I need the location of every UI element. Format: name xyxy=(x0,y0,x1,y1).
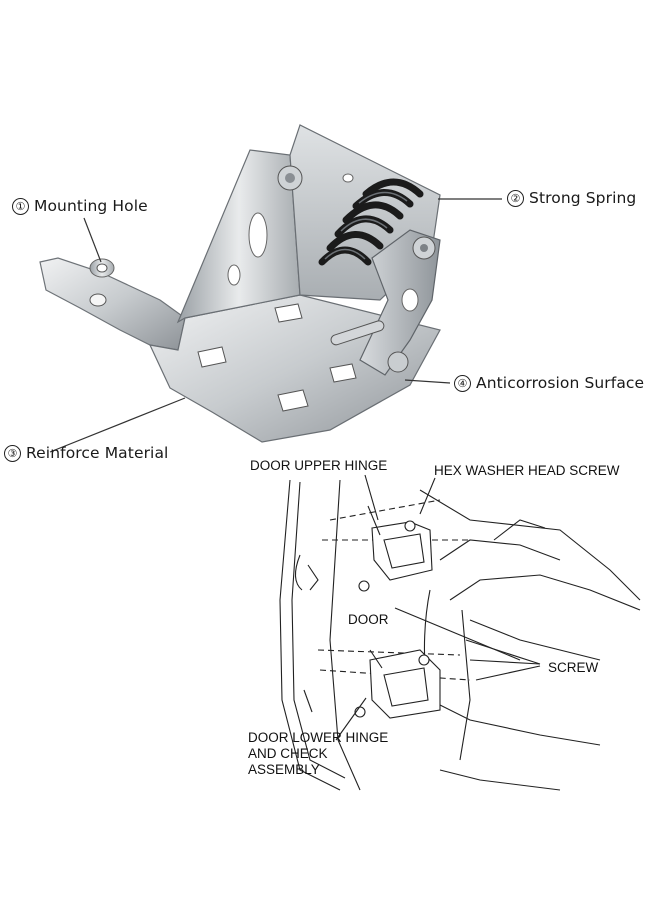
label-screw: SCREW xyxy=(548,660,599,675)
arm-hole-icon xyxy=(401,288,419,312)
installation-diagram xyxy=(279,474,641,791)
leader-anticorrosion xyxy=(404,379,451,384)
tab-hole-icon xyxy=(89,293,107,307)
spring-highlight xyxy=(324,191,408,260)
hinge-pin xyxy=(330,320,385,346)
callout-mounting-hole: ① Mounting Hole xyxy=(12,197,148,215)
callout-label: Mounting Hole xyxy=(34,197,148,215)
callout-leaders xyxy=(49,198,502,453)
callout-reinforce-material: ③ Reinforce Material xyxy=(4,444,168,462)
label-line: ASSEMBLY xyxy=(248,762,320,777)
wall-slot-icon xyxy=(248,212,268,258)
callout-number: ③ xyxy=(4,445,21,462)
square-hole-icon xyxy=(329,363,357,383)
leader-upper-hinge xyxy=(364,474,379,521)
back-hole-icon xyxy=(342,173,354,183)
callout-number: ④ xyxy=(454,375,471,392)
callout-strong-spring: ② Strong Spring xyxy=(507,189,636,207)
label-door-upper-hinge: DOOR UPPER HINGE xyxy=(250,458,388,473)
callout-number: ① xyxy=(12,198,29,215)
callout-label: Reinforce Material xyxy=(26,444,169,462)
callout-number: ② xyxy=(507,190,524,207)
leader-door xyxy=(394,607,521,661)
square-hole-icon xyxy=(277,389,309,412)
label-line: AND CHECK xyxy=(248,746,328,761)
label-door-lower-hinge: DOOR LOWER HINGE AND CHECK ASSEMBLY xyxy=(248,730,388,778)
leader-mounting-hole xyxy=(83,217,102,263)
callout-anticorrosion-surface: ④ Anticorrosion Surface xyxy=(454,374,644,392)
leader-lower-hinge xyxy=(335,697,367,741)
pivot-bolt-center xyxy=(285,173,295,183)
square-hole-icon xyxy=(197,346,227,368)
label-hex-washer-head-screw: HEX WASHER HEAD SCREW xyxy=(434,463,620,478)
label-door: DOOR xyxy=(348,612,389,627)
mounting-hole-icon xyxy=(96,263,108,273)
label-line: DOOR LOWER HINGE xyxy=(248,730,389,745)
square-hole-icon xyxy=(274,303,303,323)
pivot-arm xyxy=(359,229,441,376)
wall-slot-icon xyxy=(227,264,241,286)
pin-nut-icon xyxy=(387,351,409,373)
leader-hex-screw xyxy=(419,477,436,515)
arm-rivet-center xyxy=(420,244,428,252)
door-edge-line xyxy=(279,479,341,791)
callout-label: Anticorrosion Surface xyxy=(476,374,645,392)
leader-reinforce-material xyxy=(49,397,186,453)
hinge-photo xyxy=(39,124,441,443)
callout-label: Strong Spring xyxy=(529,189,637,207)
